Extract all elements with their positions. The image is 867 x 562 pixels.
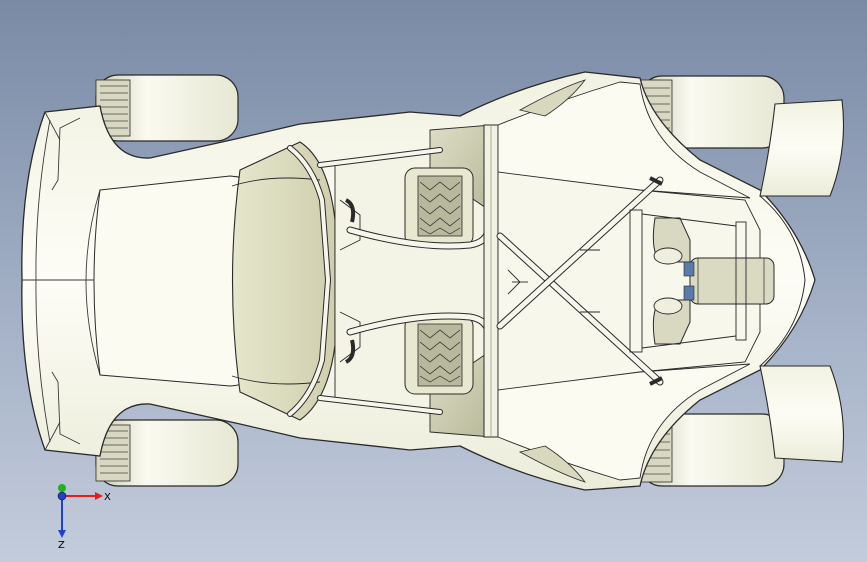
main-roll-hoop[interactable]	[483, 124, 499, 438]
front-nose	[22, 111, 101, 451]
left-seat[interactable]	[404, 167, 474, 247]
front-roll-hoop[interactable]	[287, 145, 332, 417]
engine-frame	[580, 209, 747, 353]
front-left-tire[interactable]	[95, 74, 239, 142]
triad-x-axis: X	[62, 492, 111, 503]
right-intake	[518, 445, 587, 483]
rear-left-wing-endplate[interactable]	[759, 99, 844, 197]
front-right-tire[interactable]	[95, 419, 239, 487]
windshield-cowl[interactable]	[231, 141, 336, 421]
triad-z-axis: Z	[58, 496, 66, 548]
x-brace[interactable]	[496, 176, 664, 386]
arrow-emblem	[507, 269, 528, 295]
exhaust-system[interactable]	[652, 217, 775, 345]
left-intake	[518, 79, 587, 117]
triad-x-label: X	[104, 492, 111, 503]
coordinate-triad: X Z	[57, 484, 111, 548]
side-braces	[339, 198, 361, 364]
triad-origin	[57, 491, 67, 501]
rear-right-wing-endplate[interactable]	[759, 365, 844, 463]
triad-z-label: Z	[58, 540, 65, 548]
right-seat[interactable]	[404, 315, 474, 395]
